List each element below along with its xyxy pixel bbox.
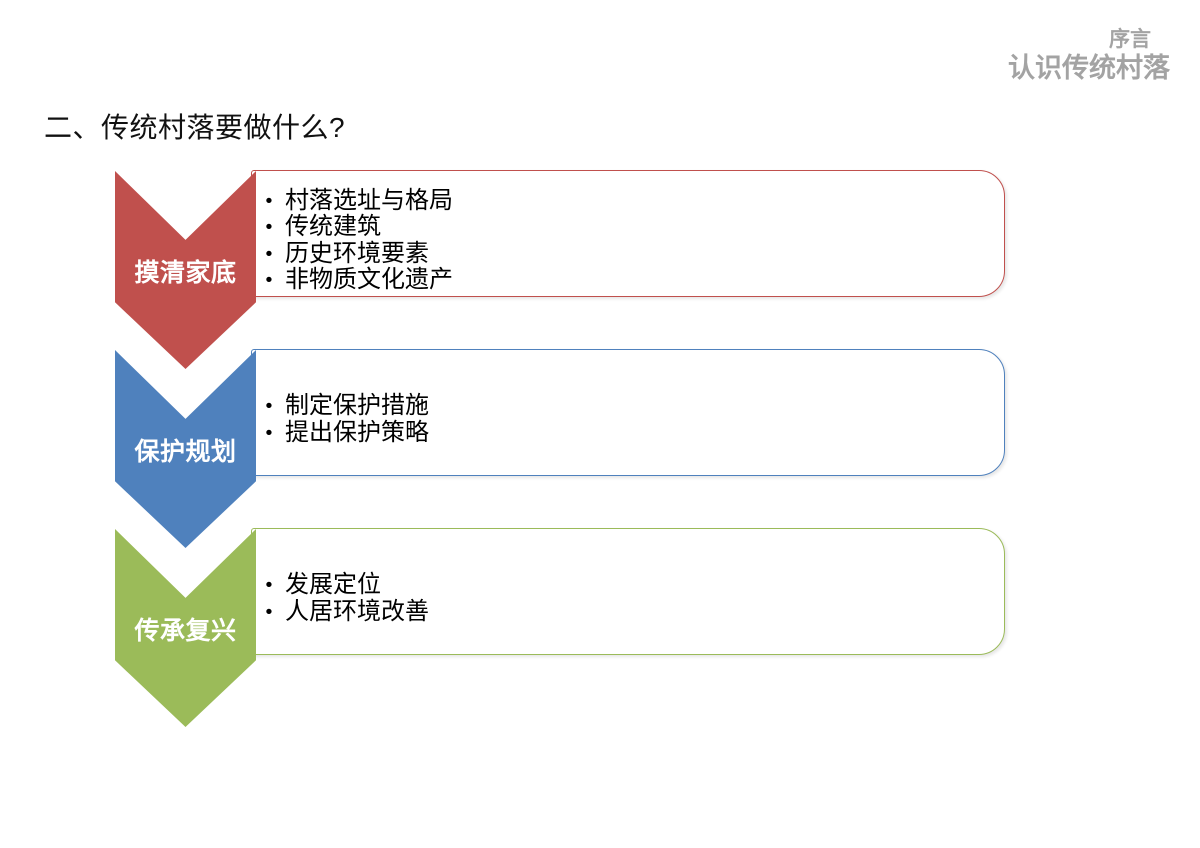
chevron-down-arrow-3: 传承复兴 [115, 529, 256, 727]
bullet-item: 制定保护措施 [262, 392, 980, 420]
bullet-item: 人居环境改善 [262, 598, 980, 626]
bullet-item: 发展定位 [262, 571, 980, 599]
step-1-bullet-list: 村落选址与格局传统建筑历史环境要素非物质文化遗产 [262, 187, 980, 294]
bullet-item: 非物质文化遗产 [262, 266, 980, 294]
step-2-label: 保护规划 [134, 437, 237, 466]
header-kicker: 序言 [1109, 28, 1151, 51]
step-3-detail-box: 发展定位人居环境改善 [251, 528, 1005, 655]
step-2-bullet-list: 制定保护措施提出保护策略 [262, 392, 980, 447]
step-3-label: 传承复兴 [134, 616, 237, 645]
page-title: 二、传统村落要做什么? [44, 112, 346, 143]
step-row-3: 发展定位人居环境改善 传承复兴 [115, 528, 1010, 727]
slide-header: 序言 认识传统村落 [1008, 27, 1170, 84]
step-2-detail-box: 制定保护措施提出保护策略 [251, 349, 1005, 476]
chevron-down-arrow-2: 保护规划 [115, 350, 256, 548]
step-3-bullet-list: 发展定位人居环境改善 [262, 571, 980, 626]
step-row-2: 制定保护措施提出保护策略 保护规划 [115, 349, 1010, 548]
step-1-label: 摸清家底 [134, 258, 237, 287]
bullet-item: 传统建筑 [262, 213, 980, 241]
step-1-detail-box: 村落选址与格局传统建筑历史环境要素非物质文化遗产 [251, 170, 1005, 297]
bullet-item: 历史环境要素 [262, 240, 980, 268]
header-section-title: 认识传统村落 [1008, 53, 1170, 83]
bullet-item: 提出保护策略 [262, 419, 980, 447]
chevron-down-arrow-1: 摸清家底 [115, 171, 256, 369]
step-row-1: 村落选址与格局传统建筑历史环境要素非物质文化遗产 摸清家底 [115, 170, 1010, 369]
bullet-item: 村落选址与格局 [262, 187, 980, 215]
